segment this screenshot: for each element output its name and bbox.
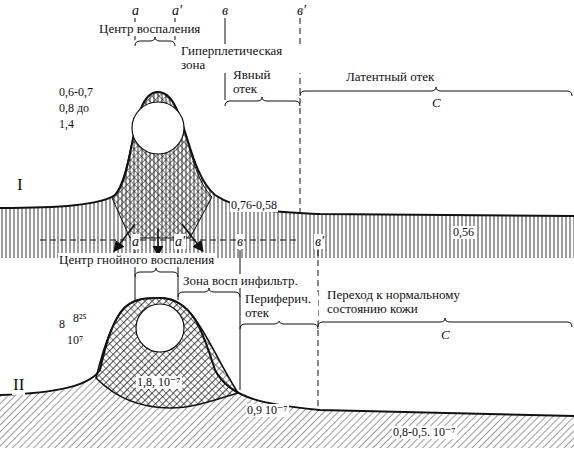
label: Центр гнойного воспаления <box>58 253 215 267</box>
label: a' <box>171 3 183 18</box>
label: 0,76-0,58 <box>230 199 278 212</box>
label: в <box>221 3 229 18</box>
label: a <box>131 3 140 18</box>
label: Явный отек <box>232 68 284 97</box>
label: Латентный отек <box>345 70 435 84</box>
label: C <box>440 328 451 342</box>
label: в' <box>296 3 307 18</box>
label: 0,6-0,7 <box>58 86 94 99</box>
label: 10⁷ <box>66 334 84 347</box>
label: Центр воспаления <box>98 22 201 36</box>
label: a' <box>174 234 186 249</box>
label: I <box>16 176 24 195</box>
label: 0,9 10⁻⁷ <box>246 404 289 417</box>
label: 1,4 <box>58 118 75 131</box>
label: в <box>236 234 244 249</box>
label: Переход к нормальному состоянию кожи <box>326 288 493 317</box>
label: 1,8, 10⁻⁷ <box>136 376 182 389</box>
label: 0,8-0,5. 10⁻⁷ <box>392 426 457 439</box>
label: 8 <box>58 318 66 331</box>
label: II <box>12 376 25 395</box>
label: a <box>131 234 140 249</box>
label: Зона восп инфильтр. <box>182 274 299 288</box>
label: 0,8 до <box>58 102 90 115</box>
label: C <box>431 96 442 110</box>
label: Периферич. отек <box>244 292 318 321</box>
label: в' <box>314 234 325 249</box>
label: 0,56 <box>452 226 475 239</box>
label: 8²⁵ <box>72 312 88 325</box>
